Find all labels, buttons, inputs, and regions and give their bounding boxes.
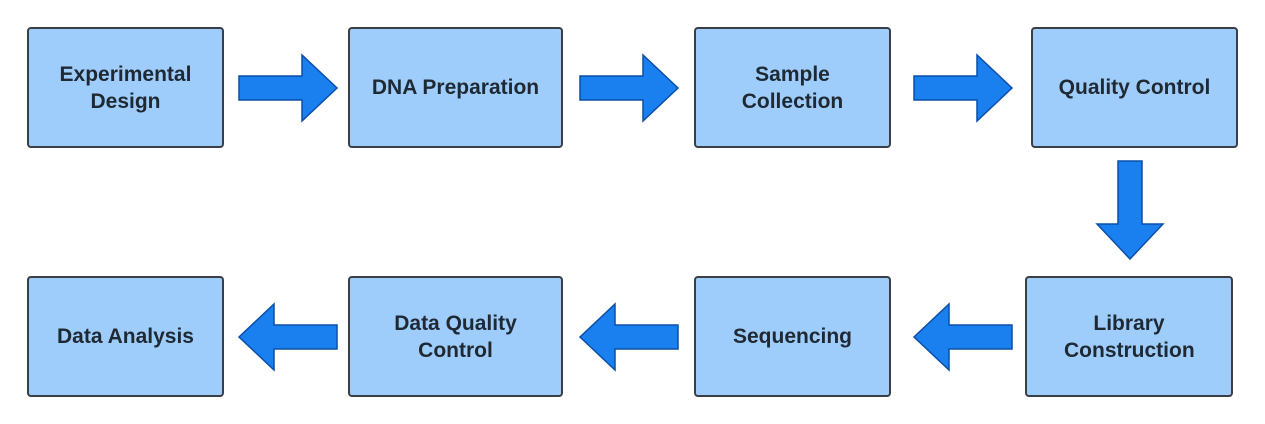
step-sequencing: Sequencing [694,276,891,397]
step-quality-control: Quality Control [1031,27,1238,148]
step-label: Library Construction [1064,311,1195,362]
step-label: Sequencing [732,325,853,348]
arrow-right-icon [913,53,1014,123]
step-label: Data Quality Control [394,311,517,362]
step-data-analysis: Data Analysis [27,276,224,397]
step-sample-collection: Sample Collection [694,27,891,148]
step-label: Sample Collection [741,62,844,113]
arrow-left-icon [578,302,679,372]
step-dna-preparation: DNA Preparation [348,27,563,148]
step-library-construction: Library Construction [1025,276,1233,397]
step-experimental-design: Experimental Design [27,27,224,148]
arrow-right-icon [579,53,680,123]
step-label: Experimental Design [59,62,192,113]
step-data-quality-control: Data Quality Control [348,276,563,397]
arrow-left-icon [912,302,1013,372]
arrow-down-icon [1095,160,1165,261]
step-label: DNA Preparation [371,76,540,99]
arrow-left-icon [237,302,338,372]
arrow-right-icon [238,53,339,123]
step-label: Data Analysis [57,325,194,348]
step-label: Quality Control [1058,76,1211,99]
